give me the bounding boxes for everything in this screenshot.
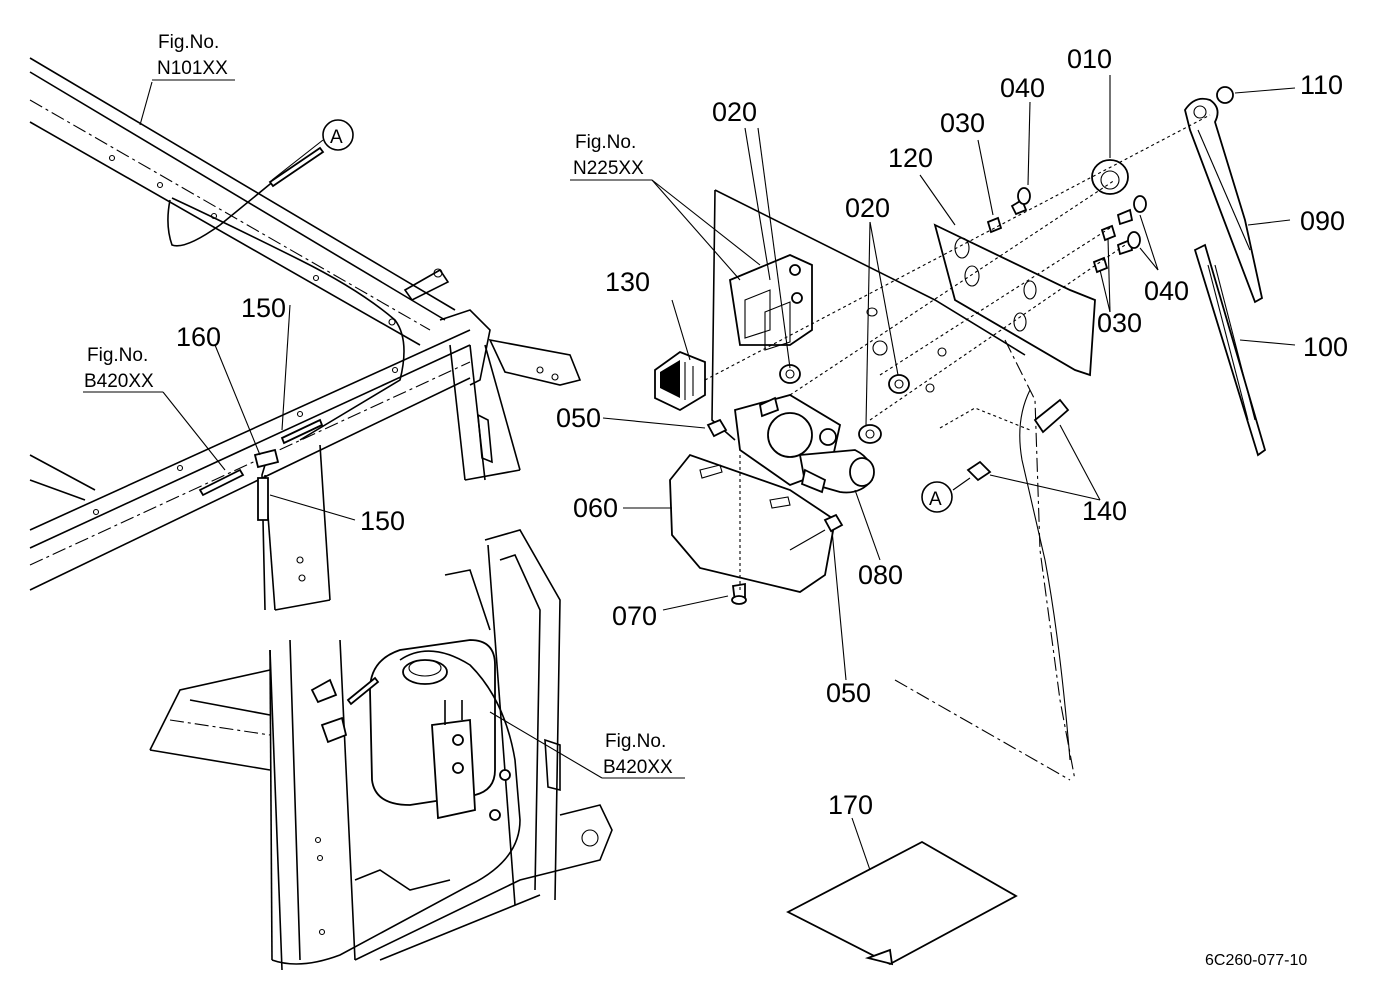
- fig-ref-b420xx-lower: Fig.No. B420XX: [603, 731, 673, 778]
- svg-text:A: A: [330, 127, 343, 148]
- fig-ref-n101xx: Fig.No. N101XX: [157, 32, 228, 79]
- part-label-070: 070: [612, 601, 657, 631]
- part-label-040: 040: [1000, 73, 1045, 103]
- part-label-130: 130: [605, 267, 650, 297]
- svg-text:B420XX: B420XX: [84, 371, 154, 392]
- cab-frame: [29, 57, 582, 611]
- part-label-110: 110: [1300, 70, 1343, 100]
- decal-170: [786, 840, 1018, 966]
- svg-text:N225XX: N225XX: [573, 158, 644, 179]
- svg-text:Fig.No.: Fig.No.: [575, 132, 636, 153]
- part-label-020: 020: [712, 97, 757, 127]
- motor-cover-060: [669, 453, 836, 593]
- part-label-040: 040: [1144, 276, 1189, 306]
- part-label-170: 170: [828, 790, 873, 820]
- wiper-motor: [734, 394, 875, 494]
- lower-cab-frame: [149, 529, 613, 971]
- switch-130: [654, 350, 706, 412]
- svg-text:Fig.No.: Fig.No.: [605, 731, 666, 752]
- part-label-030: 030: [1097, 308, 1142, 338]
- bracket-plate: [729, 254, 813, 351]
- small-parts: [706, 86, 1234, 605]
- part-label-020: 020: [845, 193, 890, 223]
- part-label-160: 160: [176, 322, 221, 352]
- fig-ref-n225xx: Fig.No. N225XX: [573, 132, 644, 179]
- svg-text:A: A: [929, 489, 942, 510]
- part-label-060: 060: [573, 493, 618, 523]
- part-label-090: 090: [1300, 206, 1345, 236]
- callout-a-right: A: [921, 481, 953, 513]
- washer-tank: [310, 639, 511, 821]
- svg-text:Fig.No.: Fig.No.: [87, 345, 148, 366]
- rear-panel: [711, 189, 1076, 781]
- callout-a-upper: A: [322, 119, 354, 151]
- part-label-010: 010: [1067, 44, 1112, 74]
- fig-ref-b420xx-left: Fig.No. B420XX: [84, 345, 154, 392]
- part-label-050: 050: [826, 678, 871, 708]
- svg-text:Fig.No.: Fig.No.: [158, 32, 219, 53]
- drawing-code: 6C260-077-10: [1205, 952, 1307, 969]
- wiper-arm-090: [1184, 97, 1264, 304]
- part-label-100: 100: [1303, 332, 1348, 362]
- part-label-150: 150: [360, 506, 405, 536]
- wiper-blade-100: [1193, 243, 1267, 457]
- part-label-120: 120: [888, 143, 933, 173]
- svg-text:B420XX: B420XX: [603, 757, 673, 778]
- part-label-050: 050: [556, 403, 601, 433]
- part-label-140: 140: [1082, 496, 1127, 526]
- part-label-080: 080: [858, 560, 903, 590]
- svg-text:N101XX: N101XX: [157, 58, 228, 79]
- part-label-030: 030: [940, 108, 985, 138]
- gasket-plate: [933, 223, 1096, 377]
- leader-lines: [83, 75, 1296, 871]
- washer-hoses: [167, 146, 521, 965]
- part-label-150: 150: [241, 293, 286, 323]
